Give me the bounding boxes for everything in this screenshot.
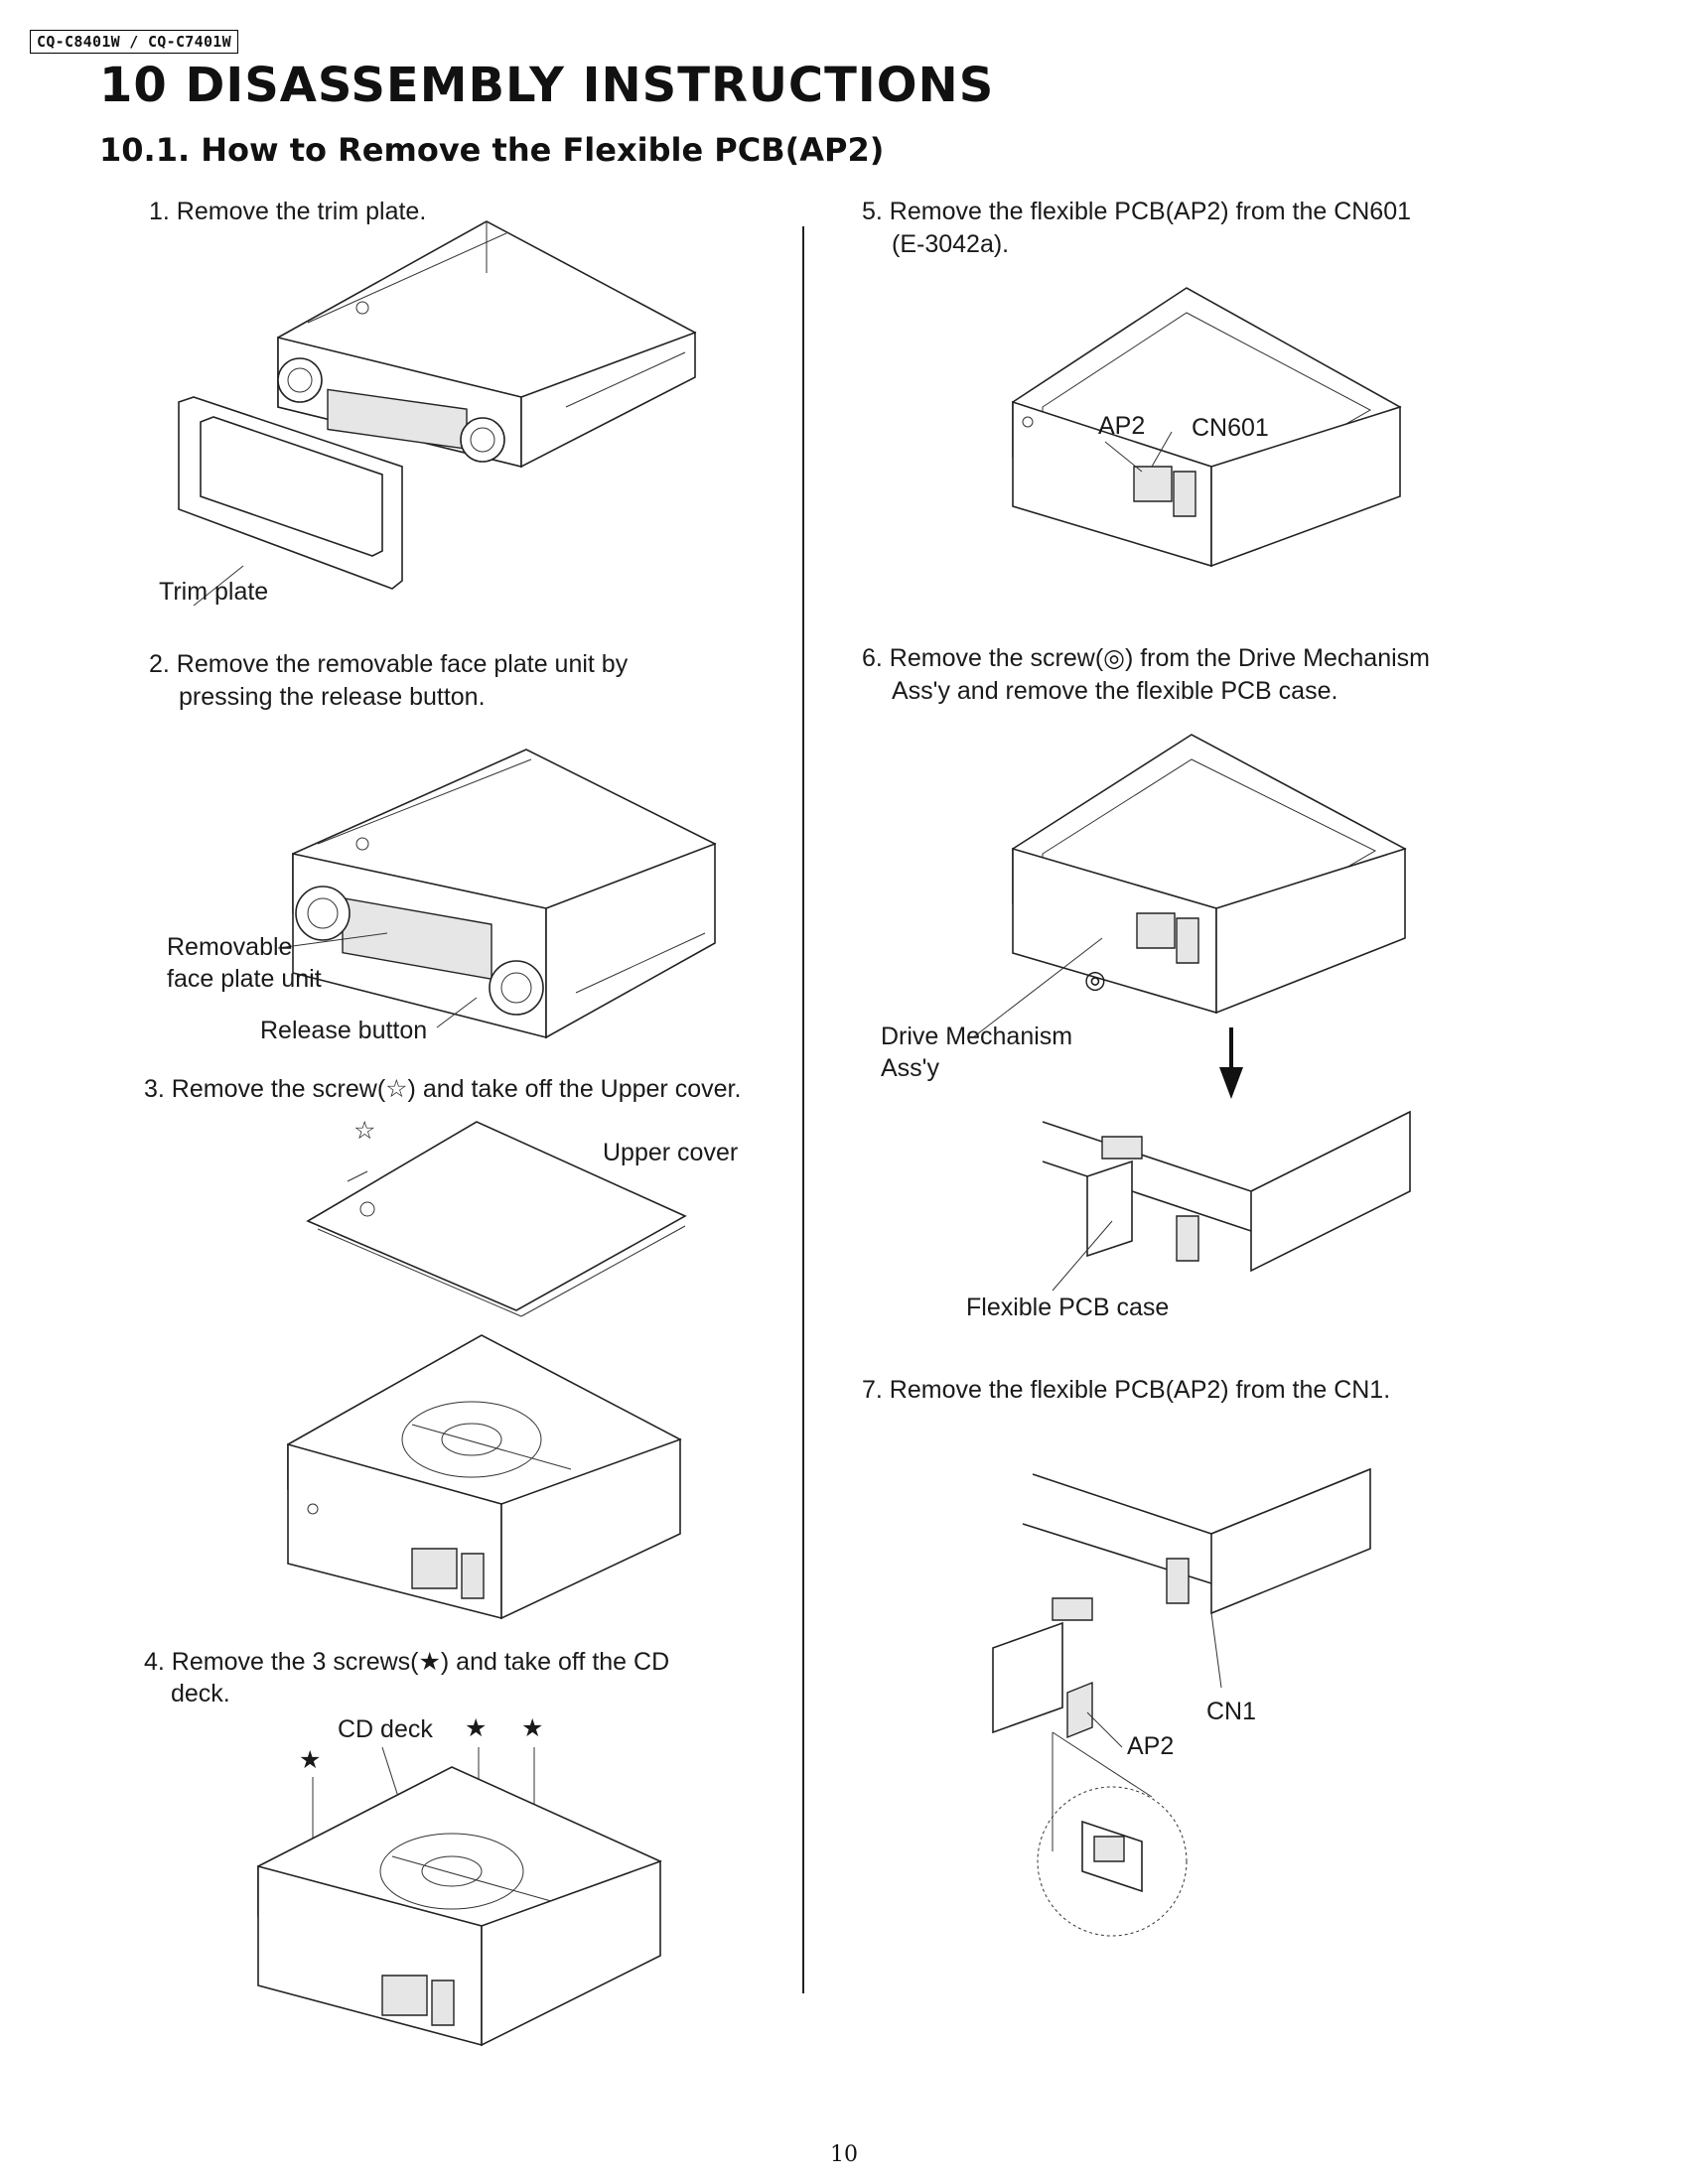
page-number: 10 bbox=[830, 2142, 858, 2167]
section-title: 10.1. How to Remove the Flexible PCB(AP2… bbox=[99, 131, 885, 169]
model-tag: CQ-C8401W / CQ-C7401W bbox=[30, 30, 238, 54]
label-cn601: CN601 bbox=[1192, 414, 1269, 442]
figure-cn1 bbox=[983, 1464, 1400, 1941]
step-4-text-line1: 4. Remove the 3 screws(★) and take off t… bbox=[144, 1648, 670, 1676]
column-divider bbox=[802, 226, 804, 1993]
label-cn1: CN1 bbox=[1206, 1698, 1257, 1725]
step-5-text-line1: 5. Remove the flexible PCB(AP2) from the… bbox=[862, 198, 1412, 225]
figure-cn601 bbox=[1003, 283, 1420, 571]
label-ap2: AP2 bbox=[1098, 412, 1146, 440]
screw-circle: ◎ bbox=[1084, 966, 1106, 994]
label-drive-mechanism: Drive Mechanism bbox=[881, 1023, 1073, 1050]
step-6-text-line1: 6. Remove the screw(◎) from the Drive Me… bbox=[862, 644, 1430, 672]
page-title: 10 DISASSEMBLY INSTRUCTIONS bbox=[99, 58, 995, 113]
figure-face-plate bbox=[288, 750, 725, 1067]
step-2-text-line2: pressing the release button. bbox=[179, 683, 486, 711]
step-4-text-line2: deck. bbox=[171, 1680, 230, 1707]
figure-trim-plate bbox=[169, 213, 725, 601]
label-flexible-pcb-case: Flexible PCB case bbox=[966, 1294, 1170, 1321]
step-5-text-line2: (E-3042a). bbox=[892, 230, 1010, 258]
label-face-plate-unit: face plate unit bbox=[167, 965, 322, 993]
label-release-button: Release button bbox=[260, 1017, 428, 1044]
step-7-text: 7. Remove the flexible PCB(AP2) from the… bbox=[862, 1376, 1391, 1404]
step-3-text: 3. Remove the screw(☆) and take off the … bbox=[144, 1075, 742, 1103]
label-removable: Removable bbox=[167, 933, 293, 961]
screw-hollow-star: ☆ bbox=[353, 1117, 376, 1145]
figure-deck-unit-1 bbox=[283, 1330, 690, 1628]
step-1-text: 1. Remove the trim plate. bbox=[149, 198, 427, 225]
arrow-down-icon bbox=[1219, 1027, 1243, 1099]
figure-upper-cover bbox=[298, 1122, 695, 1320]
figure-flexible-pcb-case bbox=[1013, 1102, 1430, 1320]
step-2-text-line1: 2. Remove the removable face plate unit … bbox=[149, 650, 629, 678]
screw-star-3: ★ bbox=[299, 1746, 322, 1774]
label-ap2-cn1: AP2 bbox=[1127, 1732, 1175, 1760]
screw-star-1: ★ bbox=[465, 1714, 488, 1742]
label-trim-plate: Trim plate bbox=[159, 578, 269, 606]
figure-drive-mechanism bbox=[1003, 730, 1420, 1027]
label-upper-cover: Upper cover bbox=[603, 1139, 739, 1166]
label-cd-deck: CD deck bbox=[338, 1715, 433, 1743]
label-assy: Ass'y bbox=[881, 1054, 939, 1082]
step-6-text-line2: Ass'y and remove the flexible PCB case. bbox=[892, 677, 1338, 705]
screw-star-2: ★ bbox=[521, 1714, 544, 1742]
figure-cd-deck bbox=[253, 1747, 670, 2055]
